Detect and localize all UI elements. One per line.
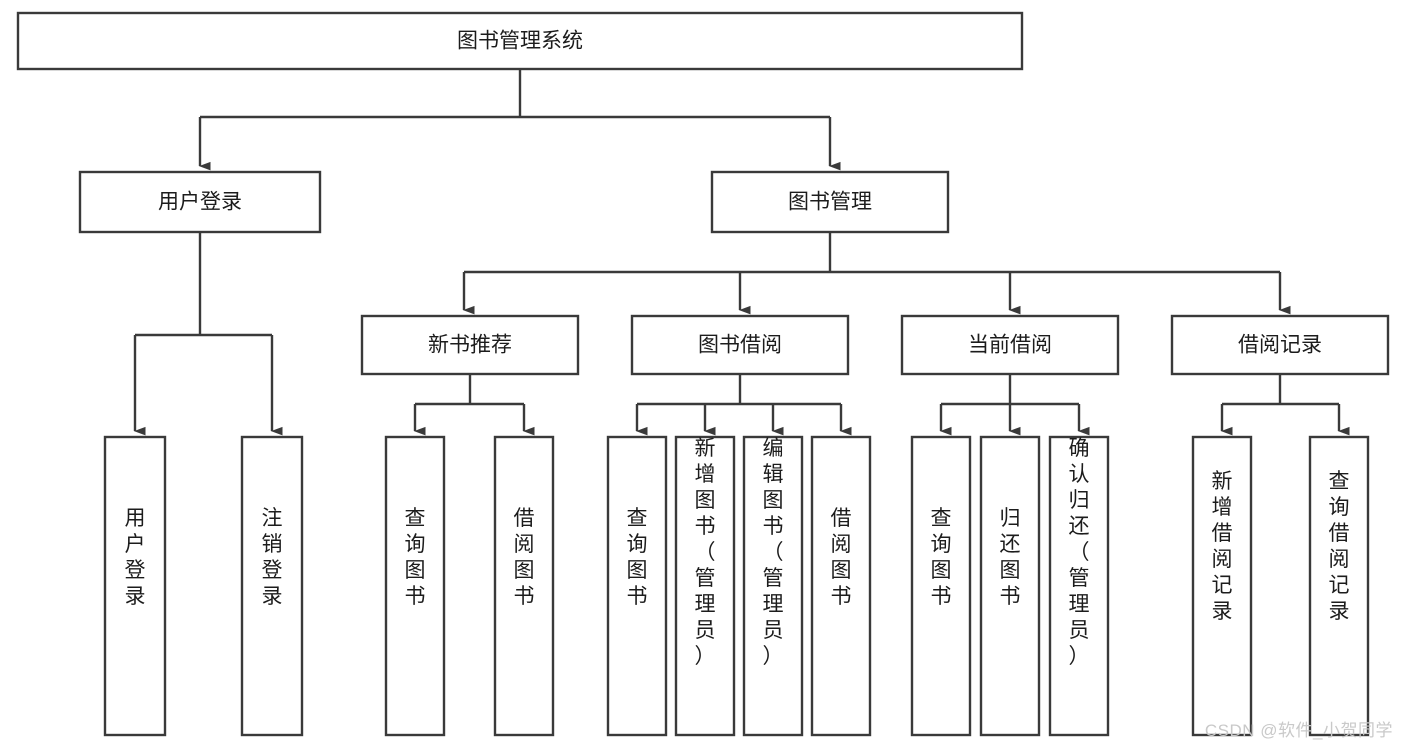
leaf-query-book-1-label: 查询图书 <box>405 507 426 608</box>
current-borrow-box[interactable] <box>900 314 1120 376</box>
leaf-add-book-box[interactable] <box>674 435 736 737</box>
root-box[interactable] <box>16 11 1024 71</box>
leaf-user-login-label: 用户登录 <box>125 507 146 608</box>
leaf-return-book-box[interactable] <box>979 435 1041 737</box>
new-book-recommend-label: 新书推荐 <box>428 334 512 357</box>
root-label: 图书管理系统 <box>457 30 583 53</box>
leaf-node-confirm-return[interactable]: 确认归还（管理员） <box>1048 435 1110 737</box>
leaf-borrow-book-1-label: 借阅图书 <box>514 507 535 608</box>
leaf-node-borrow-book-2[interactable]: 借阅图书 <box>810 435 872 737</box>
borrow-record-label: 借阅记录 <box>1238 334 1322 357</box>
leaf-query-book-3-box[interactable] <box>910 435 972 737</box>
leaf-node-edit-book[interactable]: 编辑图书（管理员） <box>742 435 804 737</box>
leaf-node-user-login[interactable]: 用户登录 <box>103 435 167 737</box>
node-current-borrow[interactable]: 当前借阅 <box>900 314 1120 376</box>
leaf-node-query-book-3[interactable]: 查询图书 <box>910 435 972 737</box>
leaf-logout-label: 注销登录 <box>262 507 283 608</box>
leaf-query-book-3-label: 查询图书 <box>931 507 952 608</box>
leaf-confirm-return-label: 确认归还（管理员） <box>1069 437 1090 668</box>
node-user-login[interactable]: 用户登录 <box>78 170 322 234</box>
leaf-node-add-record[interactable]: 新增借阅记录 <box>1191 435 1253 737</box>
leaf-add-record-label: 新增借阅记录 <box>1212 470 1233 623</box>
node-new-book-recommend[interactable]: 新书推荐 <box>360 314 580 376</box>
leaf-node-query-book-2[interactable]: 查询图书 <box>606 435 668 737</box>
leaf-edit-book-label: 编辑图书（管理员） <box>763 437 784 668</box>
leaf-node-logout[interactable]: 注销登录 <box>240 435 304 737</box>
leaf-user-login-box[interactable] <box>103 435 167 737</box>
csdn-watermark: CSDN @软件_小贺同学 <box>1204 721 1393 740</box>
leaf-borrow-book-2-label: 借阅图书 <box>831 507 852 608</box>
leaf-add-record-box[interactable] <box>1191 435 1253 737</box>
leaf-confirm-return-box[interactable] <box>1048 435 1110 737</box>
book-borrow-label: 图书借阅 <box>698 334 782 357</box>
current-borrow-label: 当前借阅 <box>968 334 1052 357</box>
node-root-book-management-system[interactable]: 图书管理系统 <box>16 11 1024 71</box>
leaf-query-book-2-box[interactable] <box>606 435 668 737</box>
leaf-node-return-book[interactable]: 归还图书 <box>979 435 1041 737</box>
leaf-query-book-1-box[interactable] <box>384 435 446 737</box>
book-borrow-box[interactable] <box>630 314 850 376</box>
leaf-node-query-record[interactable]: 查询借阅记录 <box>1308 435 1370 737</box>
borrow-record-box[interactable] <box>1170 314 1390 376</box>
leaf-add-book-label: 新增图书（管理员） <box>695 437 716 668</box>
leaf-query-book-2-label: 查询图书 <box>627 507 648 608</box>
leaf-return-book-label: 归还图书 <box>1000 507 1021 608</box>
user-login-label: 用户登录 <box>158 191 242 214</box>
book-management-box[interactable] <box>710 170 950 234</box>
leaf-borrow-book-1-box[interactable] <box>493 435 555 737</box>
leaf-borrow-book-2-box[interactable] <box>810 435 872 737</box>
node-book-borrow[interactable]: 图书借阅 <box>630 314 850 376</box>
new-book-recommend-box[interactable] <box>360 314 580 376</box>
leaf-node-add-book[interactable]: 新增图书（管理员） <box>674 435 736 737</box>
leaf-node-query-book-1[interactable]: 查询图书 <box>384 435 446 737</box>
leaf-edit-book-box[interactable] <box>742 435 804 737</box>
leaf-logout-box[interactable] <box>240 435 304 737</box>
leaf-query-record-box[interactable] <box>1308 435 1370 737</box>
book-management-label: 图书管理 <box>788 191 872 214</box>
node-book-management[interactable]: 图书管理 <box>710 170 950 234</box>
node-borrow-record[interactable]: 借阅记录 <box>1170 314 1390 376</box>
leaf-node-borrow-book-1[interactable]: 借阅图书 <box>493 435 555 737</box>
leaf-query-record-label: 查询借阅记录 <box>1329 470 1350 623</box>
